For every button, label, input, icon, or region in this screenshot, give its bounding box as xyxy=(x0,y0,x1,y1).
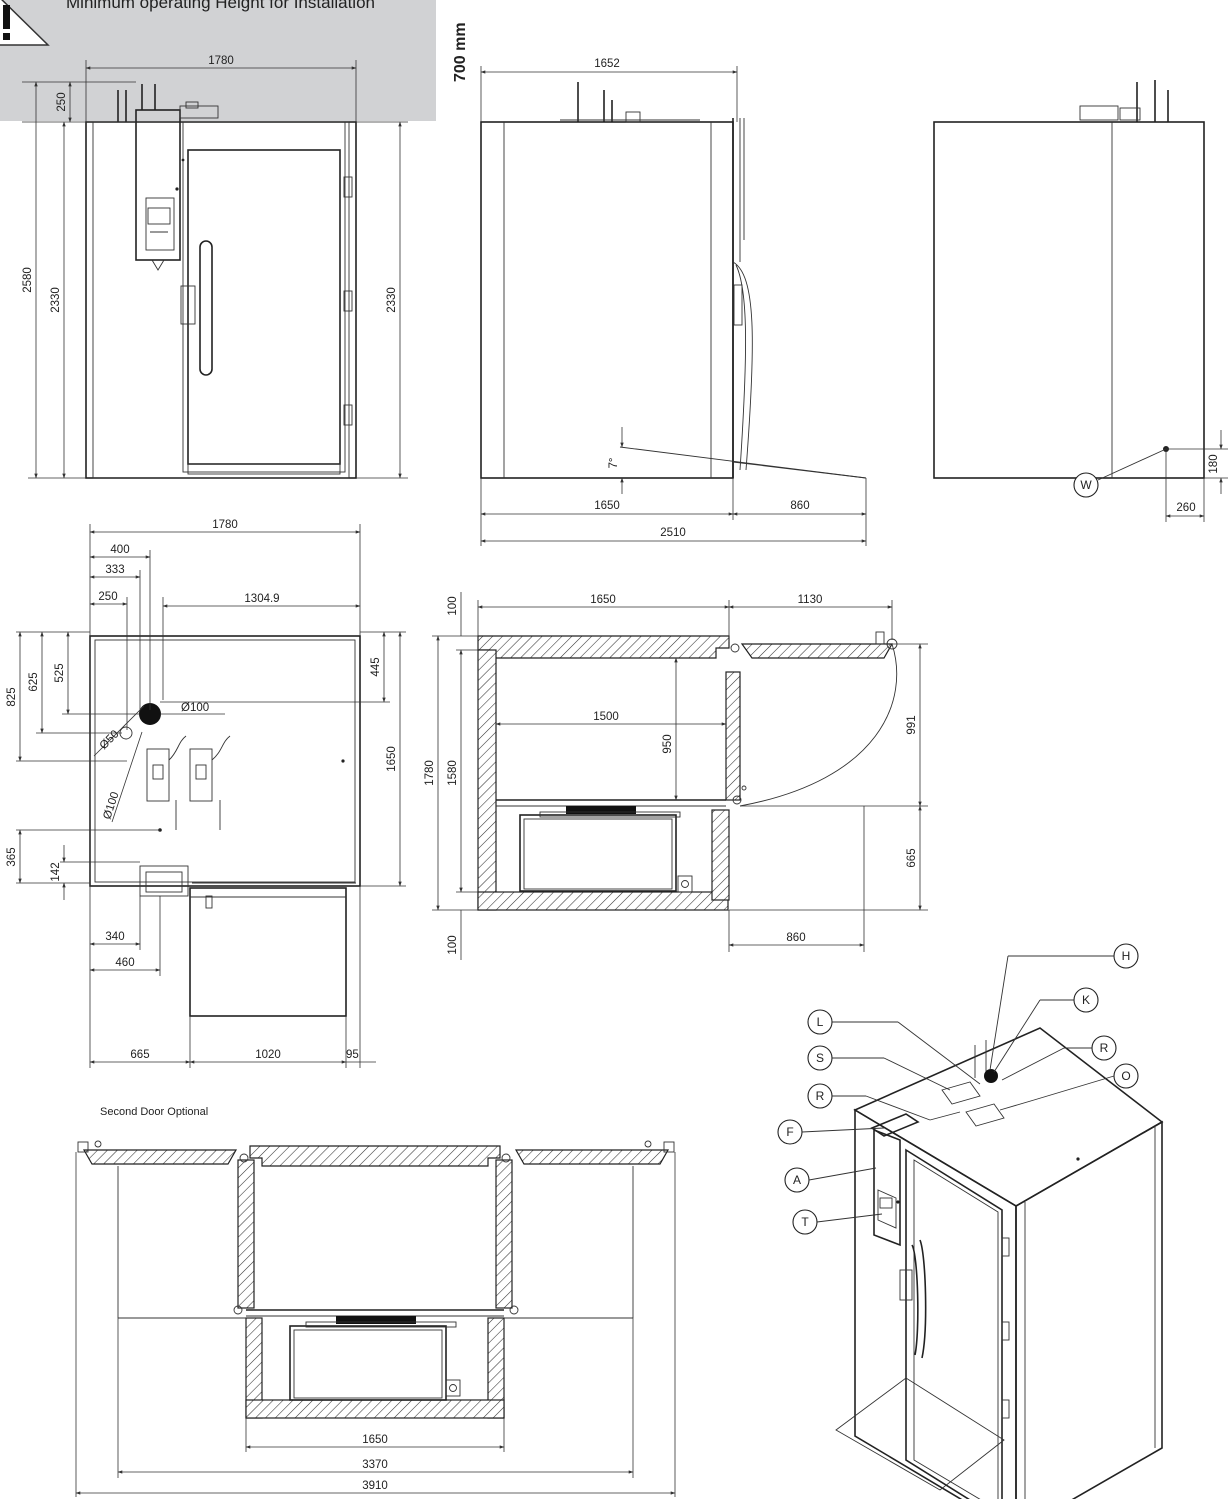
drain-height-label: 180 xyxy=(1208,454,1220,473)
section-inner-width-label: 1500 xyxy=(593,711,619,723)
top-depth-label: 1650 xyxy=(386,746,398,772)
section-860-label: 860 xyxy=(786,932,805,944)
side-door-swing-label: 860 xyxy=(790,500,809,512)
callout-t: T xyxy=(801,1215,809,1229)
dim-250-label: 250 xyxy=(98,591,117,603)
callout-o: O xyxy=(1121,1069,1130,1083)
side-total-depth-label: 2510 xyxy=(660,527,686,539)
front-width-label: 1780 xyxy=(208,55,234,67)
dim-400-label: 400 xyxy=(110,544,129,556)
body-height-right-label: 2330 xyxy=(386,287,398,313)
optional-width-3370-label: 3370 xyxy=(362,1459,388,1471)
callout-a: A xyxy=(793,1173,801,1187)
section-top-100-label: 100 xyxy=(447,596,459,615)
callout-k: K xyxy=(1082,993,1090,1007)
side-body-depth-label: 1650 xyxy=(594,500,620,512)
phi-100-a-label: Ø100 xyxy=(181,702,209,714)
callout-s: S xyxy=(816,1051,824,1065)
section-view: 1650 1130 1500 950 100 1780 1580 100 991… xyxy=(424,592,928,960)
front-view: 1780 250 2580 2330 2330 xyxy=(22,55,408,479)
top-width-label: 1780 xyxy=(212,519,238,531)
warning-panel: Minimum operating Height for Installatio… xyxy=(0,0,436,121)
body-height-left-label: 2330 xyxy=(50,287,62,313)
top-view: 1780 400 333 250 1304.9 825 625 525 445 … xyxy=(6,519,406,1068)
warning-text: Minimum operating Height for Installatio… xyxy=(66,0,375,12)
section-bottom-100-label: 100 xyxy=(447,935,459,954)
callout-r-left: R xyxy=(816,1089,825,1103)
optional-view: Second Door Optional 1650 xyxy=(75,1106,676,1497)
warning-triangle-icon xyxy=(0,0,50,46)
phi-100-b-label: Ø100 xyxy=(101,790,121,820)
dim-333-label: 333 xyxy=(105,564,124,576)
dim-1304-label: 1304.9 xyxy=(244,593,279,605)
callout-r-right: R xyxy=(1100,1041,1109,1055)
min-height-label: 700 mm xyxy=(452,22,469,82)
dim-340-label: 340 xyxy=(105,931,124,943)
dim-365-label: 365 xyxy=(6,847,18,866)
dim-625-label: 625 xyxy=(28,672,40,691)
section-inner-depth-label: 950 xyxy=(662,734,674,753)
callout-f: F xyxy=(786,1125,793,1139)
callout-h: H xyxy=(1122,949,1131,963)
drain-offset-label: 260 xyxy=(1176,502,1195,514)
dim-445-label: 445 xyxy=(370,657,382,676)
dim-142-label: 142 xyxy=(50,862,62,881)
section-665-label: 665 xyxy=(906,848,918,867)
optional-view-title: Second Door Optional xyxy=(100,1106,208,1118)
dim-1020-label: 1020 xyxy=(255,1049,281,1061)
section-inner-1580-label: 1580 xyxy=(447,760,459,786)
section-width-label: 1650 xyxy=(590,594,616,606)
dim-665-label: 665 xyxy=(130,1049,149,1061)
rear-view: W 180 260 xyxy=(933,80,1228,522)
dim-525-label: 525 xyxy=(54,663,66,682)
drain-callout-w: W xyxy=(1080,478,1092,492)
optional-width-1650-label: 1650 xyxy=(362,1434,388,1446)
door-angle-label: 7° xyxy=(608,458,620,469)
section-swing-991-label: 991 xyxy=(906,715,918,734)
callout-l: L xyxy=(817,1015,824,1029)
dim-95-label: 95 xyxy=(346,1049,359,1061)
side-top-width-label: 1652 xyxy=(594,58,620,70)
isometric-view: H K L S R O R F A T xyxy=(777,943,1164,1499)
top-clearance-label: 250 xyxy=(56,92,68,111)
side-view: 1652 7° 1650 860 2510 xyxy=(480,58,867,546)
optional-width-3910-label: 3910 xyxy=(362,1480,388,1492)
total-height-label: 2580 xyxy=(22,267,34,293)
dim-460-label: 460 xyxy=(115,957,134,969)
dim-825-label: 825 xyxy=(6,687,18,706)
section-outer-depth-label: 1780 xyxy=(424,760,436,786)
section-door-width-label: 1130 xyxy=(798,594,823,606)
